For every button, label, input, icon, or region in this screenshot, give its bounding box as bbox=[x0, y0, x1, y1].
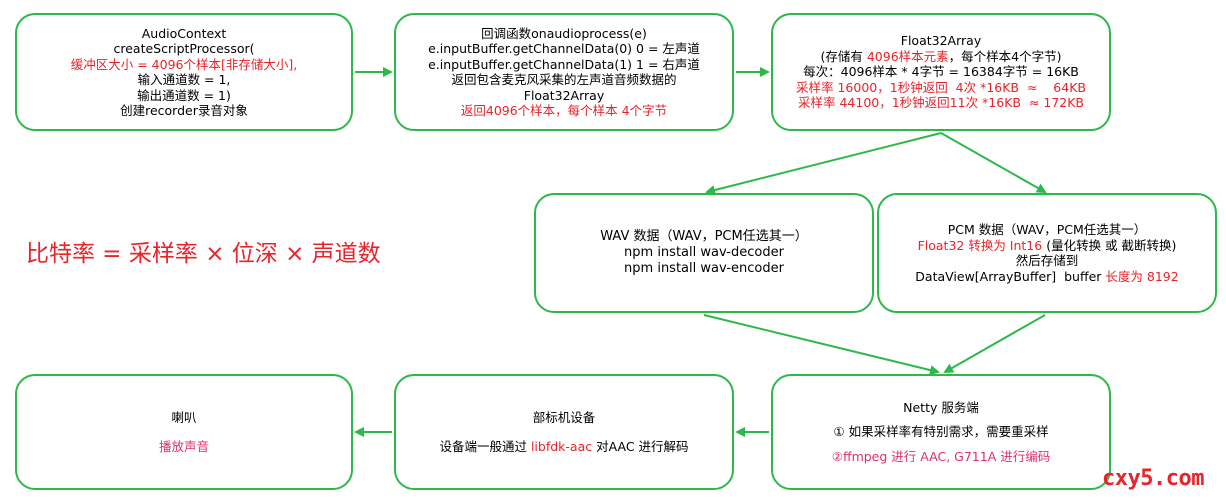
left-channel-text: e.inputBuffer.getChannelData(0) 0 = 左声道 bbox=[428, 41, 700, 56]
speaker-title: 喇叭 bbox=[171, 409, 197, 425]
arrow-float32-to-pcm bbox=[940, 132, 1047, 193]
netty-server-node: Netty 服务端 ① 如果采样率有特别需求，需要重采样 ②ffmpeg 进行 … bbox=[771, 374, 1111, 490]
input-channels-text: 输入通道数 = 1, bbox=[137, 72, 231, 87]
storage-desc-suffix: ，每个样本4个字节) bbox=[948, 48, 1062, 64]
rate-44100-text: 采样率 44100，1秒钟返回11次 *16KB ≈ 172KB bbox=[797, 95, 1085, 111]
storage-desc-prefix: (存储有 bbox=[820, 48, 867, 64]
convert-desc-suffix: (量化转换 或 截断转换) bbox=[1042, 237, 1177, 253]
returns-desc-text: 返回包含麦克风采集的左声道音频数据的 bbox=[451, 72, 677, 87]
float32array-node: Float32Array (存储有 4096样本元素，每个样本4个字节) 每次：… bbox=[771, 13, 1111, 131]
audio-context-node: AudioContext createScriptProcessor( 缓冲区大… bbox=[15, 13, 353, 131]
returns-samples-text: 返回4096个样本，每个样本 4个字节 bbox=[460, 103, 668, 118]
output-channels-text: 输出通道数 = 1) bbox=[137, 87, 231, 103]
wav-decoder-text: npm install wav-decoder bbox=[624, 245, 784, 260]
rate-16000-text: 采样率 16000，1秒钟返回 4次 *16KB ≈ 64KB bbox=[796, 79, 1086, 95]
ffmpeg-encode-text: ②ffmpeg 进行 AAC, G711A 进行编码 bbox=[831, 448, 1051, 464]
right-channel-text: e.inputBuffer.getChannelData(1) 1 = 右声道 bbox=[428, 56, 700, 72]
storage-desc-highlight: 4096样本元素 bbox=[866, 48, 949, 64]
audio-context-title: AudioContext bbox=[141, 25, 227, 41]
device-decode-lib: libfdk-aac bbox=[530, 439, 593, 454]
device-decode-desc: 设备端一般通过 libfdk-aac 对AAC 进行解码 bbox=[439, 439, 688, 455]
arrow-wav-to-netty bbox=[703, 314, 940, 375]
callback-title: 回调函数onaudioprocess(e) bbox=[481, 25, 647, 41]
arrow-float32-to-wav bbox=[705, 132, 942, 195]
device-title: 部标机设备 bbox=[532, 409, 596, 425]
storage-desc: (存储有 4096样本元素，每个样本4个字节) bbox=[820, 49, 1061, 65]
pcm-data-node: PCM 数据（WAV，PCM任选其一） Float32 转换为 Int16 (量… bbox=[877, 193, 1217, 313]
resample-text: ① 如果采样率有特别需求，需要重采样 bbox=[833, 424, 1049, 440]
bitrate-formula: 比特率 = 采样率 × 位深 × 声道数 bbox=[26, 241, 381, 267]
play-sound-text: 播放声音 bbox=[158, 439, 209, 454]
convert-desc-highlight: Float32 转换为 Int16 bbox=[917, 237, 1043, 253]
wav-encoder-text: npm install wav-encoder bbox=[624, 261, 784, 276]
onaudioprocess-node: 回调函数onaudioprocess(e) e.inputBuffer.getC… bbox=[394, 13, 734, 131]
arrow-pcm-to-netty bbox=[943, 314, 1046, 373]
float32array-title: Float32Array bbox=[900, 33, 982, 49]
device-decode-prefix: 设备端一般通过 bbox=[439, 439, 531, 454]
store-to-text: 然后存储到 bbox=[1015, 253, 1079, 268]
dataview-desc: DataView[ArrayBuffer] buffer 长度为 8192 bbox=[915, 269, 1178, 285]
float32array-text: Float32Array bbox=[523, 87, 605, 103]
netty-title: Netty 服务端 bbox=[903, 399, 979, 415]
speaker-node: 喇叭 播放声音 bbox=[15, 374, 353, 490]
convert-desc: Float32 转换为 Int16 (量化转换 或 截断转换) bbox=[918, 238, 1177, 254]
device-node: 部标机设备 设备端一般通过 libfdk-aac 对AAC 进行解码 bbox=[394, 374, 734, 490]
pcm-title: PCM 数据（WAV，PCM任选其一） bbox=[947, 222, 1147, 237]
create-recorder-text: 创建recorder录音对象 bbox=[120, 103, 248, 118]
wav-data-node: WAV 数据（WAV，PCM任选其一） npm install wav-deco… bbox=[534, 193, 874, 313]
wav-title: WAV 数据（WAV，PCM任选其一） bbox=[600, 229, 808, 244]
create-script-processor-text: createScriptProcessor( bbox=[113, 41, 255, 56]
per-call-size-text: 每次：4096样本 * 4字节 = 16384字节 = 16KB bbox=[803, 64, 1079, 80]
watermark: cxy5.com bbox=[1102, 466, 1204, 491]
dataview-desc-prefix: DataView[ArrayBuffer] buffer bbox=[915, 268, 1106, 284]
device-decode-suffix: 对AAC 进行解码 bbox=[592, 439, 689, 454]
dataview-desc-highlight: 长度为 8192 bbox=[1105, 268, 1179, 284]
buffer-size-text: 缓冲区大小 = 4096个样本[非存储大小], bbox=[70, 56, 298, 72]
